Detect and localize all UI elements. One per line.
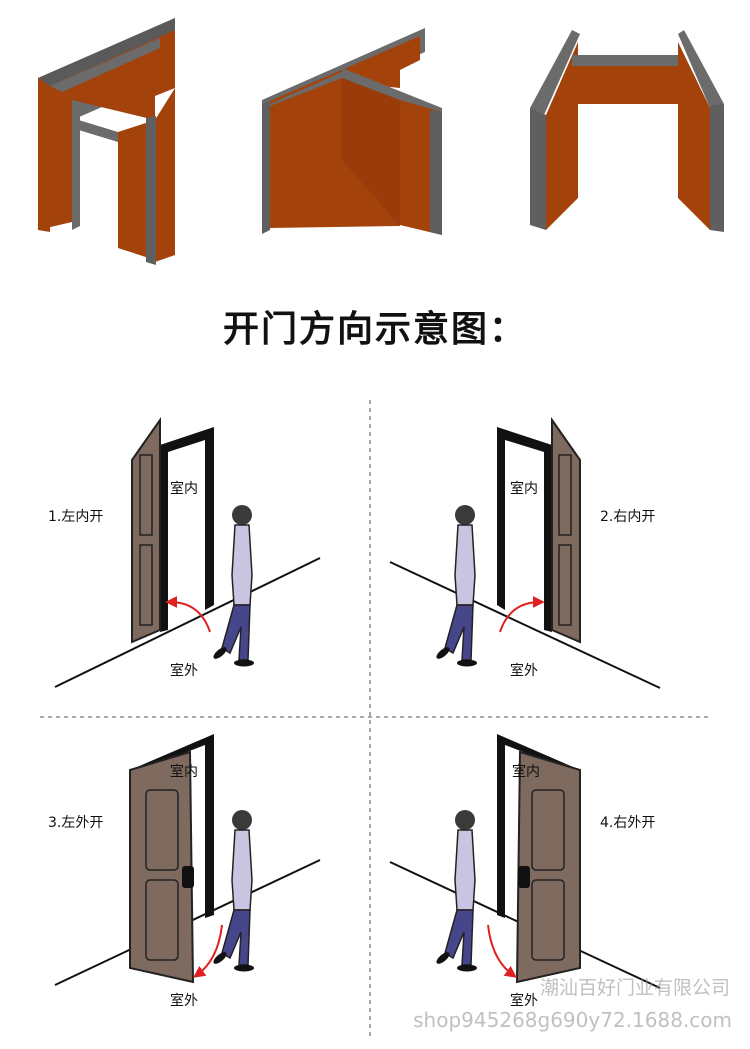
inside-label-3: 室内 (170, 764, 198, 780)
label-left-outward: 3.左外开 (48, 815, 104, 831)
page-title: 开门方向示意图： (222, 309, 527, 350)
watermark-url: shop945268g690y72.1688.com (413, 1008, 732, 1032)
diagram-right-inward (389, 416, 661, 689)
watermark-company: 潮汕百好门业有限公司 (539, 977, 730, 999)
diagram-right-outward (389, 734, 661, 989)
outside-label-1: 室外 (170, 663, 198, 679)
label-right-inward: 2.右内开 (600, 509, 656, 525)
wall-opening-3 (530, 30, 724, 232)
outside-label-2: 室外 (510, 663, 538, 679)
outside-label-4: 室外 (510, 993, 538, 1009)
inside-label-4: 室内 (512, 764, 540, 780)
wall-opening-1 (38, 18, 175, 265)
label-left-inward: 1.左内开 (48, 509, 104, 525)
wall-opening-2 (262, 28, 442, 235)
wall-illustrations (38, 18, 724, 265)
inside-label-2: 室内 (510, 481, 538, 497)
label-right-outward: 4.右外开 (600, 815, 656, 831)
outside-label-3: 室外 (170, 993, 198, 1009)
inside-label-1: 室内 (170, 481, 198, 497)
diagram-left-outward (54, 734, 321, 986)
diagram-left-inward (54, 416, 321, 688)
